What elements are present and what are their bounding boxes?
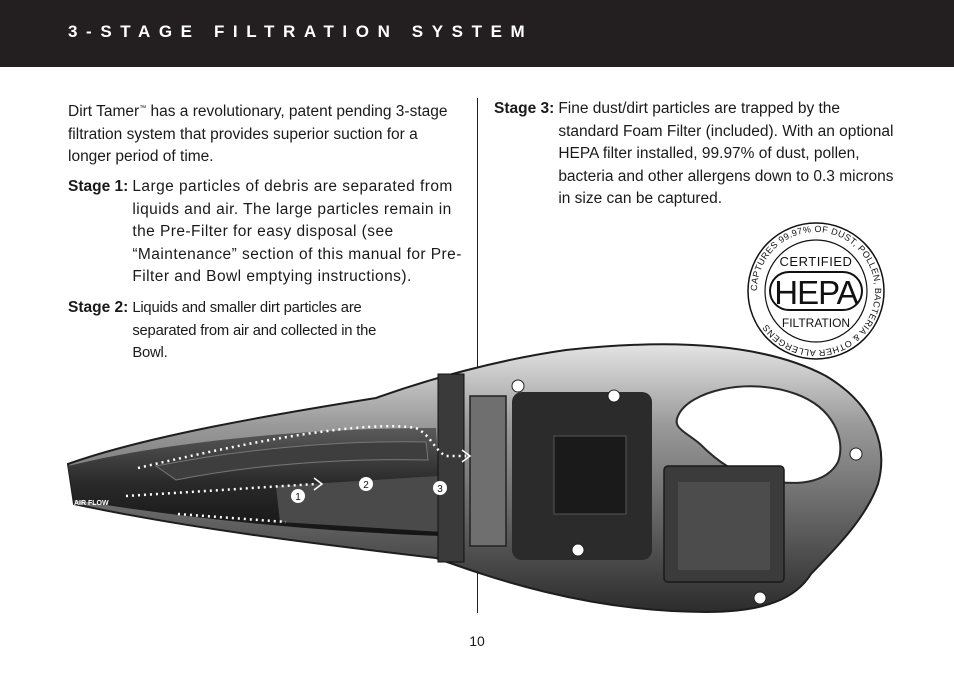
marker-2-label: 2 [363,480,369,491]
nozzle-inner-channel [154,441,429,481]
marker-3-label: 3 [437,484,443,495]
seal-center-text: HEPA [774,274,858,311]
foam-filter [469,395,507,547]
handle-opening [675,385,842,484]
screw [753,591,767,605]
stage-2-text: Liquids and smaller dirt particles are s… [132,299,377,362]
vacuum-cutaway-illustration: AIR FLOW 1 2 3 [66,343,883,614]
intro-text: has a revolutionary, patent pending 3-st… [68,103,448,166]
marker-2: 2 [359,477,373,491]
screw [571,543,585,557]
stage-1-label: Stage 1: [68,177,129,195]
battery-cells [678,482,770,570]
motor [553,435,627,515]
airflow-arrow [313,477,324,491]
marker-3: 3 [433,481,447,495]
marker-1-label: 1 [295,492,301,503]
stage-3: Stage 3: Fine dust/dirt particles are tr… [494,98,894,211]
stage-3-text: Fine dust/dirt particles are trapped by … [558,100,894,208]
product-name: Dirt Tamer [68,103,140,121]
stage-3-label: Stage 3: [494,100,555,117]
intro-paragraph: Dirt Tamer™ has a revolutionary, patent … [68,98,463,169]
page-number: 10 [469,633,485,649]
column-divider [477,98,478,613]
airflow-path [177,512,287,524]
screw [607,389,621,403]
page-title: 3-STAGE FILTRATION SYSTEM [68,22,534,41]
page-header: 3-STAGE FILTRATION SYSTEM [0,0,954,67]
stage-2-label: Stage 2: [68,298,129,316]
screw [849,447,863,461]
airflow-path [125,482,317,498]
seal-bottom-text: FILTRATION [782,316,850,330]
hepa-certified-seal: CAPTURES 99.97% OF DUST, POLLEN, BACTERI… [747,222,885,360]
seal-top-text: CERTIFIED [780,254,853,269]
right-column: Stage 3: Fine dust/dirt particles are tr… [494,98,894,219]
marker-1: 1 [291,489,305,503]
airflow-label: AIR FLOW [74,500,109,507]
screw [511,379,525,393]
airflow-arrow [461,449,472,463]
bowl-chamber [276,476,442,532]
filter-frame [437,373,465,563]
stage-1: Stage 1: Large particles of debris are s… [68,176,463,289]
trademark-symbol: ™ [139,105,147,112]
left-column: Dirt Tamer™ has a revolutionary, patent … [68,98,463,373]
stage-2: Stage 2: Liquids and smaller dirt partic… [68,297,403,365]
stage-1-text: Large particles of debris are separated … [132,177,462,286]
